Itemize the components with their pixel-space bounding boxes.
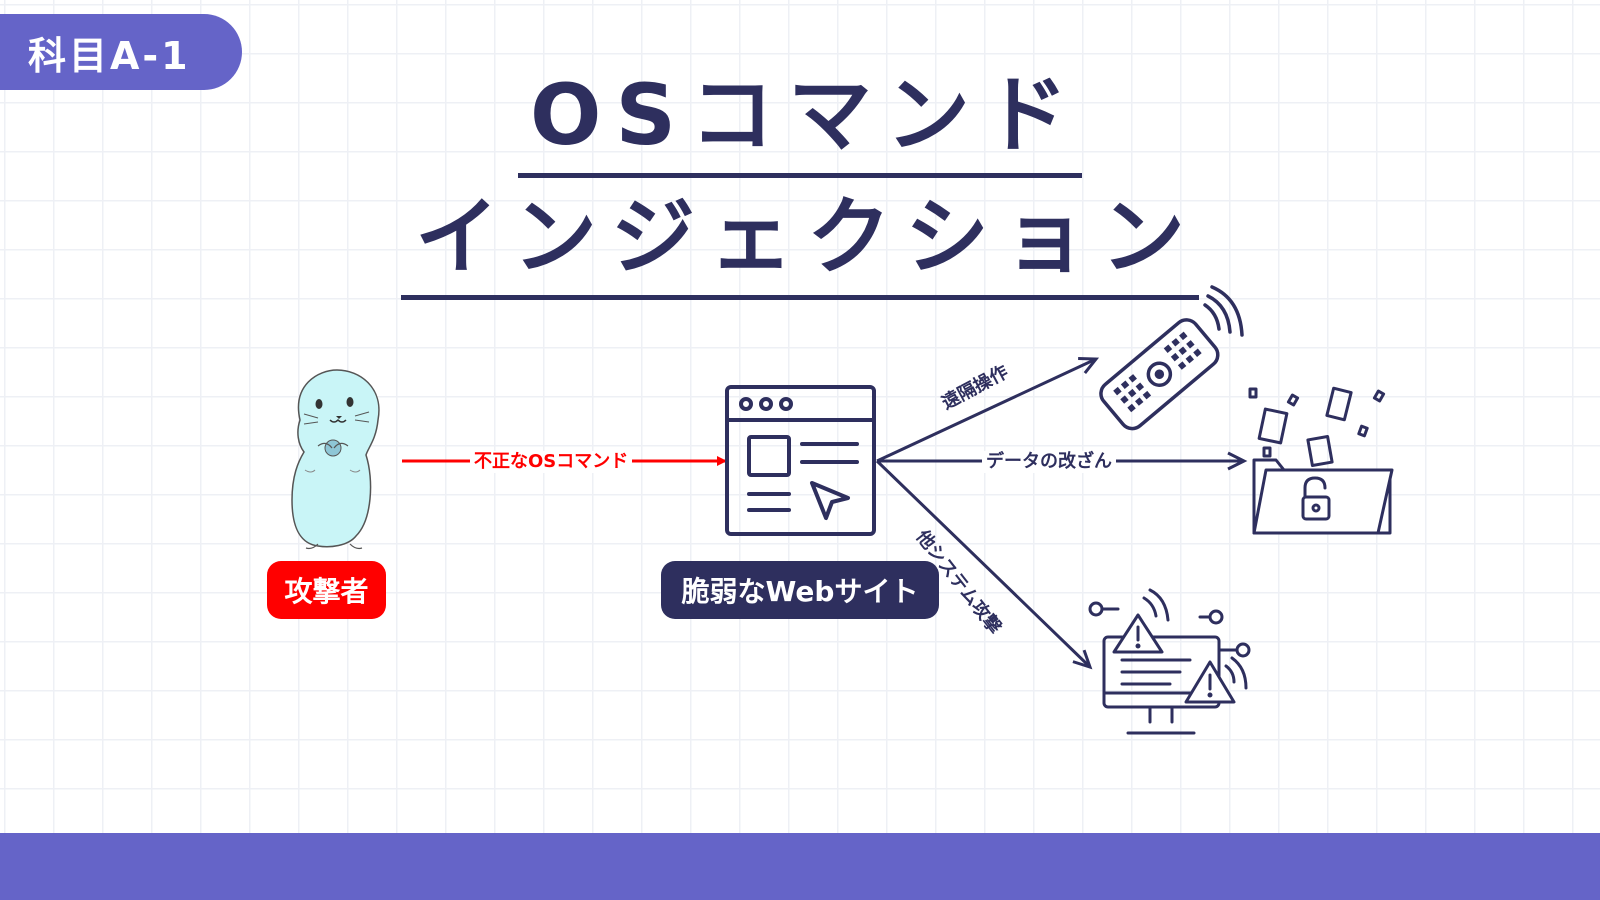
subject-badge: 科目A-1 (0, 14, 242, 90)
seal-character-icon (291, 369, 380, 550)
title-text-2: インジェクション (400, 170, 1199, 300)
other-systems-arrow (875, 459, 1093, 670)
page-title-line-2: インジェクション (0, 170, 1600, 300)
footer-bar (0, 833, 1600, 900)
page-title-line-1: OSコマンド (0, 48, 1600, 178)
vulnerable-website-label: 脆弱なWebサイト (661, 561, 939, 619)
alert-monitor-icon (1088, 588, 1251, 735)
data-tampering-label: データの改ざん (982, 451, 1116, 473)
remote-control-icon (1099, 285, 1244, 431)
unlocked-folder-icon (1248, 386, 1394, 535)
malicious-command-label: 不正なOSコマンド (470, 451, 633, 473)
browser-window-icon (725, 385, 876, 536)
outgoing-arrows (875, 357, 1248, 670)
remote-control-arrow (876, 357, 1100, 463)
attacker-label: 攻撃者 (267, 561, 386, 619)
title-text-1: OSコマンド (518, 48, 1082, 178)
